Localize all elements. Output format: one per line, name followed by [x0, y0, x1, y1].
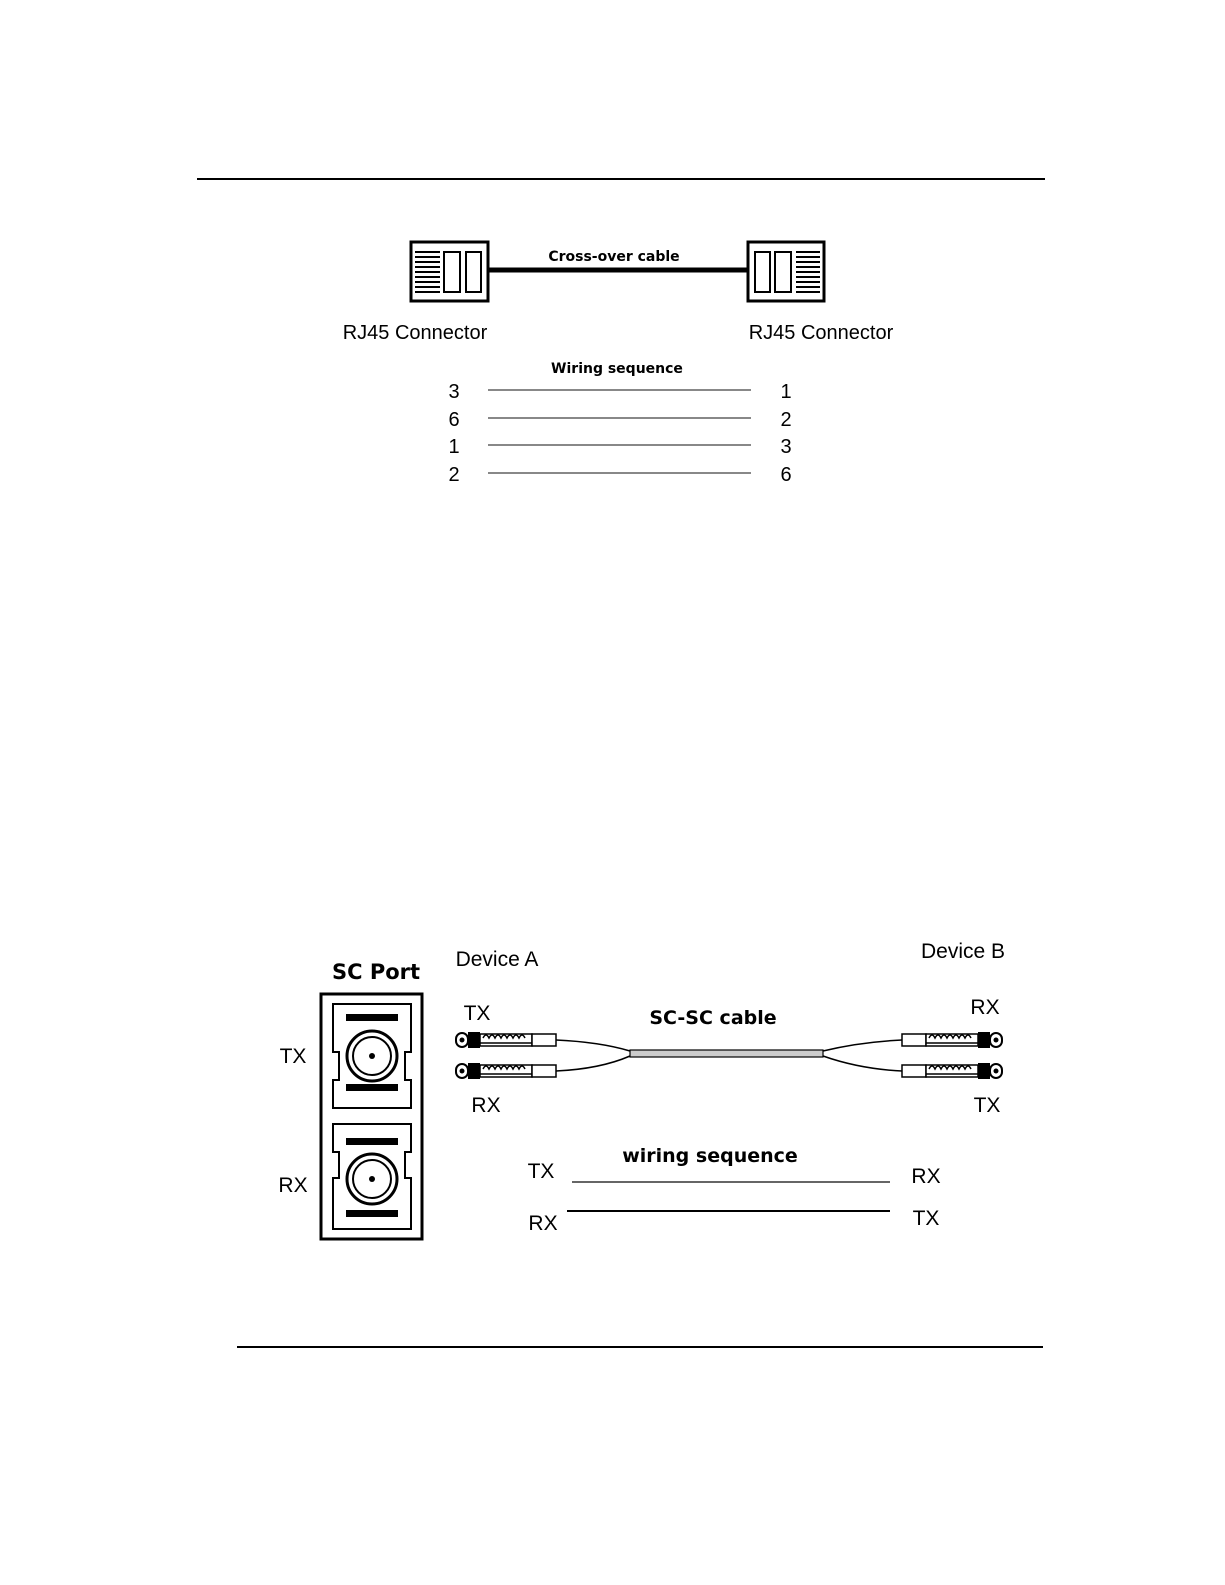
sc-fiber-diagram: SC Port TX RX Device A Device B TX RX RX…: [0, 0, 1225, 1300]
fiber-wiring-row: RX TX: [528, 1207, 939, 1235]
device-b-tx-label: TX: [974, 1094, 1001, 1117]
fiber-wiring-right: TX: [913, 1207, 940, 1230]
fiber-wiring-title: wiring sequence: [622, 1145, 798, 1167]
device-a-label: Device A: [456, 948, 539, 971]
sc-sc-cable-icon: [456, 1032, 1002, 1079]
sc-port-icon: [321, 994, 422, 1239]
device-a-tx-label: TX: [464, 1002, 491, 1025]
fiber-wiring-left: TX: [528, 1160, 555, 1183]
sc-port-tx-label: TX: [280, 1045, 307, 1068]
device-a-rx-label: RX: [471, 1094, 500, 1117]
fiber-wiring-right: RX: [911, 1165, 940, 1188]
sc-sc-cable-label: SC-SC cable: [649, 1007, 776, 1029]
device-b-label: Device B: [921, 940, 1005, 963]
device-b-rx-label: RX: [970, 996, 999, 1019]
bottom-rule: [237, 1346, 1043, 1348]
sc-port-title: SC Port: [332, 960, 420, 984]
sc-port-rx-label: RX: [278, 1174, 307, 1197]
fiber-wiring-left: RX: [528, 1212, 557, 1235]
